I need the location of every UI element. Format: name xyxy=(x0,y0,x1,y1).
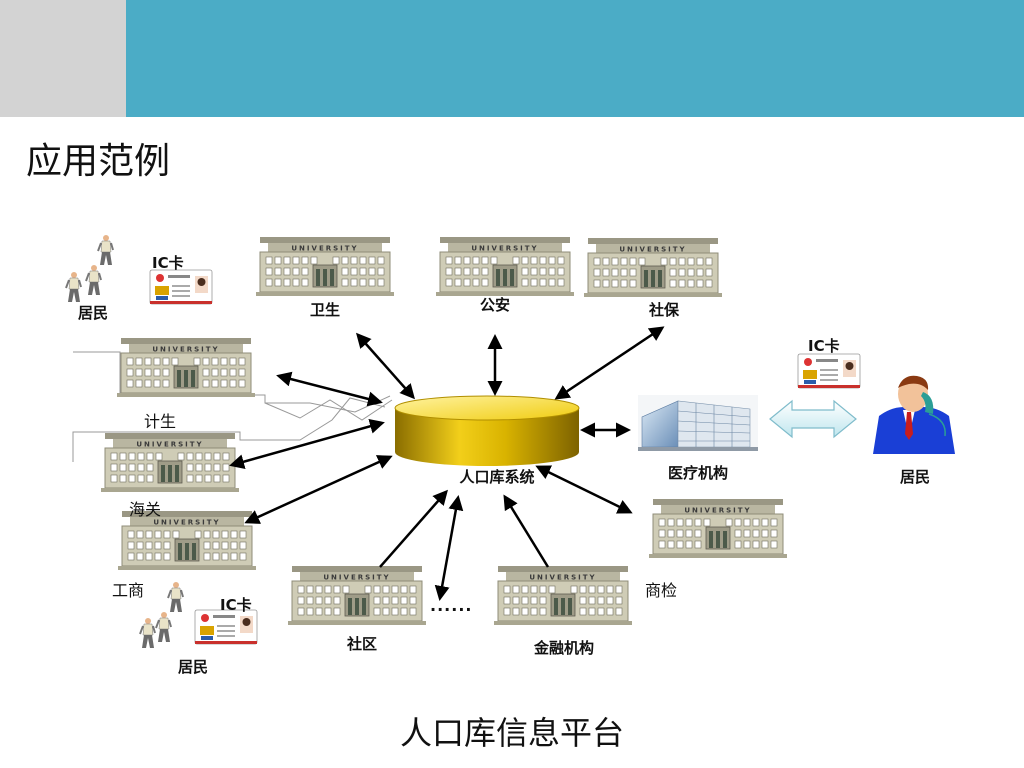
label-center-system: 人口库系统 xyxy=(459,468,535,486)
arrow-gongshang xyxy=(244,455,393,524)
arrow-jisheng xyxy=(276,371,383,407)
label-resident-bottom-left: 居民 xyxy=(177,658,209,676)
ic-card-bottom-left xyxy=(194,609,258,645)
label-ic-card-right: IC卡 xyxy=(808,337,840,355)
arrow-shangjian xyxy=(535,465,633,514)
label-gongshang: 工商 xyxy=(112,581,145,600)
building-weisheng xyxy=(255,236,395,297)
header-grey-block xyxy=(0,0,126,117)
central-database-cylinder xyxy=(394,395,580,466)
label-shangjian: 商检 xyxy=(645,581,678,600)
label-yiliao: 医疗机构 xyxy=(667,464,729,482)
label-resident-right: 居民 xyxy=(899,468,931,486)
building-shequ xyxy=(287,565,427,626)
arrow-shequ xyxy=(379,489,448,568)
resident-figures-top-left xyxy=(65,234,114,303)
building-jisheng xyxy=(116,337,256,398)
arrow-jinrong xyxy=(503,494,550,568)
building-shangjian xyxy=(648,498,788,559)
label-resident-top-left: 居民 xyxy=(77,304,109,322)
label-shequ: 社区 xyxy=(346,635,378,653)
building-shebao xyxy=(583,237,723,298)
label-shebao: 社保 xyxy=(648,301,680,319)
resident-on-phone-figure xyxy=(873,375,955,454)
label-jinrong: 金融机构 xyxy=(533,639,595,657)
label-ic-card-top-left: IC卡 xyxy=(152,254,184,272)
medical-building xyxy=(638,395,758,451)
label-haiguan: 海关 xyxy=(129,500,162,519)
label-jisheng: 计生 xyxy=(144,412,177,431)
header-blue-band xyxy=(126,0,1024,117)
arrow-weisheng xyxy=(356,332,415,400)
medical-resident-double-arrow xyxy=(769,399,857,439)
building-haiguan xyxy=(100,432,240,493)
ellipsis-more-nodes: ...... xyxy=(430,596,473,615)
ic-card-right xyxy=(797,353,861,389)
resident-figures-bottom-left xyxy=(139,581,184,649)
building-jinrong xyxy=(493,565,633,626)
arrow-shebao xyxy=(554,326,665,400)
label-ic-card-bottom-left: IC卡 xyxy=(220,596,252,614)
ic-card-top-left xyxy=(149,269,213,305)
slide-title: 应用范例 xyxy=(26,141,171,182)
label-weisheng: 卫生 xyxy=(309,301,341,319)
building-gongan xyxy=(435,236,575,297)
arrow-haiguan xyxy=(229,419,385,469)
arrow-shequ-2 xyxy=(434,495,464,601)
label-gongan: 公安 xyxy=(479,296,511,314)
slide-footer-caption: 人口库信息平台 xyxy=(399,714,624,752)
